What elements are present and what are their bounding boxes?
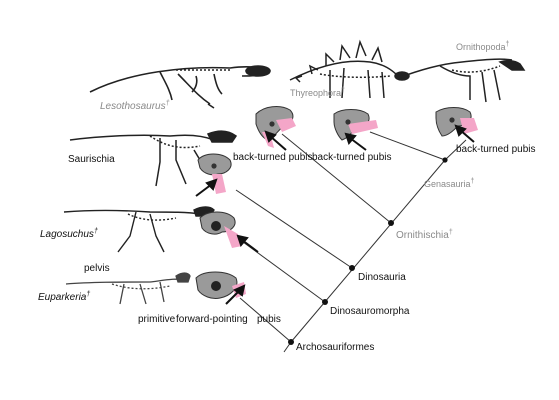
pelvis-saurischia [197, 153, 232, 194]
label-primitive: primitive [138, 314, 176, 325]
label-pelvis: pelvis [84, 263, 110, 274]
euparkeria-skeleton [65, 272, 191, 305]
arrow-2 [344, 132, 367, 151]
ornithopoda-branch [444, 139, 467, 161]
cladogram-nodes [288, 157, 448, 345]
pubis-arrows [195, 124, 475, 305]
label-lesothosaurus: Lesothosaurus† [100, 100, 170, 112]
lesothosaurus-skeleton [89, 65, 271, 109]
node-archosauriformes-dot [288, 339, 294, 345]
arrow-5 [236, 234, 259, 253]
label-back-turned-pubis-3: back-turned pubis [456, 144, 536, 155]
node-ornithischia-dot [388, 220, 394, 226]
label-euparkeria: Euparkeria† [38, 291, 90, 303]
arrow-4 [195, 178, 218, 197]
label-dinosauromorpha: Dinosauromorpha [330, 306, 410, 317]
arrow-6 [225, 284, 246, 305]
lagosuchus-skeleton [63, 206, 215, 253]
label-back-turned-pubis-2: back-turned pubis [312, 152, 392, 163]
node-dinosauromorpha-dot [322, 299, 328, 305]
thyreophora-skeleton [289, 39, 410, 99]
label-forward-pointing: forward-pointing [176, 314, 248, 325]
label-ornithopoda: Ornithopoda† [456, 41, 510, 52]
node-genasauria-dot [442, 157, 448, 163]
pelvis-euparkeria [195, 271, 246, 299]
label-thyreophora: Thyreophora† [290, 87, 345, 98]
node-dinosauria-dot [349, 265, 355, 271]
euparkeria-branch [239, 297, 292, 343]
label-ornithischia: Ornithischia† [396, 229, 453, 241]
label-lagosuchus: Lagosuchus† [40, 228, 98, 240]
label-dinosauria: Dinosauria [358, 272, 406, 283]
cladogram-tree [235, 131, 467, 353]
lesothosaurus-branch [281, 133, 392, 224]
label-pubis: pubis [257, 314, 281, 325]
label-saurischia: Saurischia [68, 154, 115, 165]
saurischia-branch [235, 189, 353, 269]
main-stem-line [290, 159, 446, 343]
thyreophora-branch [369, 131, 446, 161]
pelvis-lagosuchus [199, 211, 242, 248]
ornithopoda-skeleton [397, 58, 526, 103]
arrow-1 [264, 130, 287, 151]
label-back-turned-pubis-1: back-turned pubis [233, 152, 313, 163]
pelvis-thyreophora [333, 109, 378, 141]
arrow-3 [454, 124, 475, 143]
label-archosauriformes: Archosauriformes [296, 342, 374, 353]
label-genasauria: Genasauria† [424, 178, 475, 189]
